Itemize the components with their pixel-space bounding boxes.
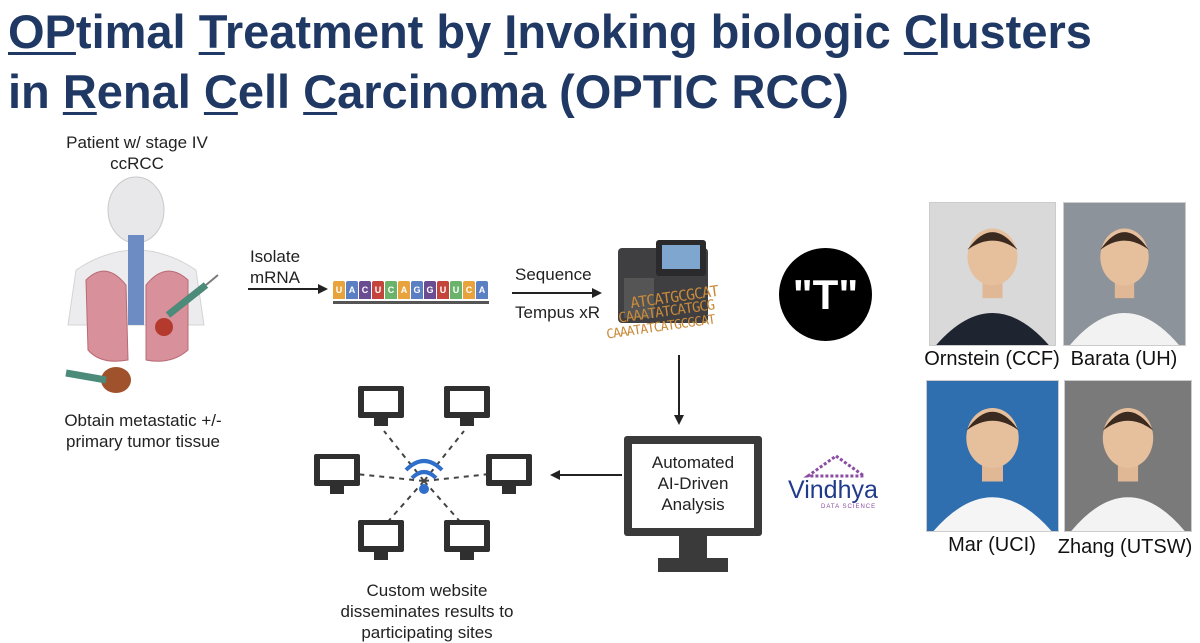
title-segment: in [8, 65, 63, 118]
rna-base: U [450, 281, 462, 299]
photo-barata [1063, 202, 1186, 346]
rna-base: C [385, 281, 397, 299]
photo-ornstein [929, 202, 1056, 346]
title-segment: timal [75, 5, 199, 58]
portrait-illustration [1070, 228, 1179, 345]
portrait-illustration [933, 408, 1052, 531]
patient-body-illustration [65, 176, 219, 393]
wifi-icon [404, 459, 444, 480]
title-segment: I [504, 5, 518, 58]
title-segment: arcinoma (OPTIC RCC) [337, 65, 849, 118]
title-segment: ell [237, 65, 304, 118]
vindhya-name: Vindhya [788, 476, 878, 504]
vindhya-tagline: DATA SCIENCE [821, 504, 877, 510]
arrow-sequence [512, 288, 602, 298]
title-line-1: OPtimal Treatment by Invoking biologic C… [8, 2, 1198, 62]
arrow-isolate [248, 284, 328, 294]
title-segment: reatment by [224, 5, 505, 58]
title-segment: C [903, 5, 938, 58]
caption-zhang: Zhang (UTSW) [1057, 536, 1193, 558]
rna-base: C [359, 281, 371, 299]
caption-ornstein: Ornstein (CCF) [924, 348, 1060, 370]
tissue-label: Obtain metastatic +/-primary tumor tissu… [64, 411, 222, 451]
photo-mar [926, 380, 1059, 532]
rna-base: A [346, 281, 358, 299]
title-segment: nvoking biologic [517, 5, 904, 58]
rna-base: G [424, 281, 436, 299]
portrait-illustration [1071, 408, 1185, 531]
title-segment: C [203, 65, 238, 118]
caption-barata: Barata (UH) [1070, 348, 1178, 370]
rna-base: U [437, 281, 449, 299]
rna-base: A [476, 281, 488, 299]
title-segment: T [198, 5, 225, 58]
sequencer-icon [618, 240, 708, 323]
arrow-to-website [550, 470, 622, 480]
computer-network [314, 386, 532, 560]
title-segment: R [62, 65, 97, 118]
title-segment: lusters [937, 5, 1092, 58]
sequence-label: Sequence [515, 265, 592, 284]
tempus-logo: "T" [779, 248, 872, 341]
vindhya-logo: Vindhya DATA SCIENCE [788, 454, 888, 516]
rna-base: A [398, 281, 410, 299]
rna-base: G [411, 281, 423, 299]
portrait-illustration [936, 228, 1049, 345]
title-segment: C [303, 65, 338, 118]
caption-mar: Mar (UCI) [948, 534, 1036, 556]
title-line-2: in Renal Cell Carcinoma (OPTIC RCC) [8, 62, 1198, 122]
analysis-monitor-icon [624, 436, 762, 572]
rna-base: U [333, 281, 345, 299]
title-segment: OP [8, 5, 76, 58]
photo-zhang [1064, 380, 1192, 532]
title-segment: enal [96, 65, 204, 118]
platform-label: Tempus xR [515, 303, 601, 322]
arrow-to-analysis [674, 355, 684, 425]
rna-base: C [463, 281, 475, 299]
rna-base: U [372, 281, 384, 299]
slide-title: OPtimal Treatment by Invoking biologic C… [8, 2, 1198, 122]
